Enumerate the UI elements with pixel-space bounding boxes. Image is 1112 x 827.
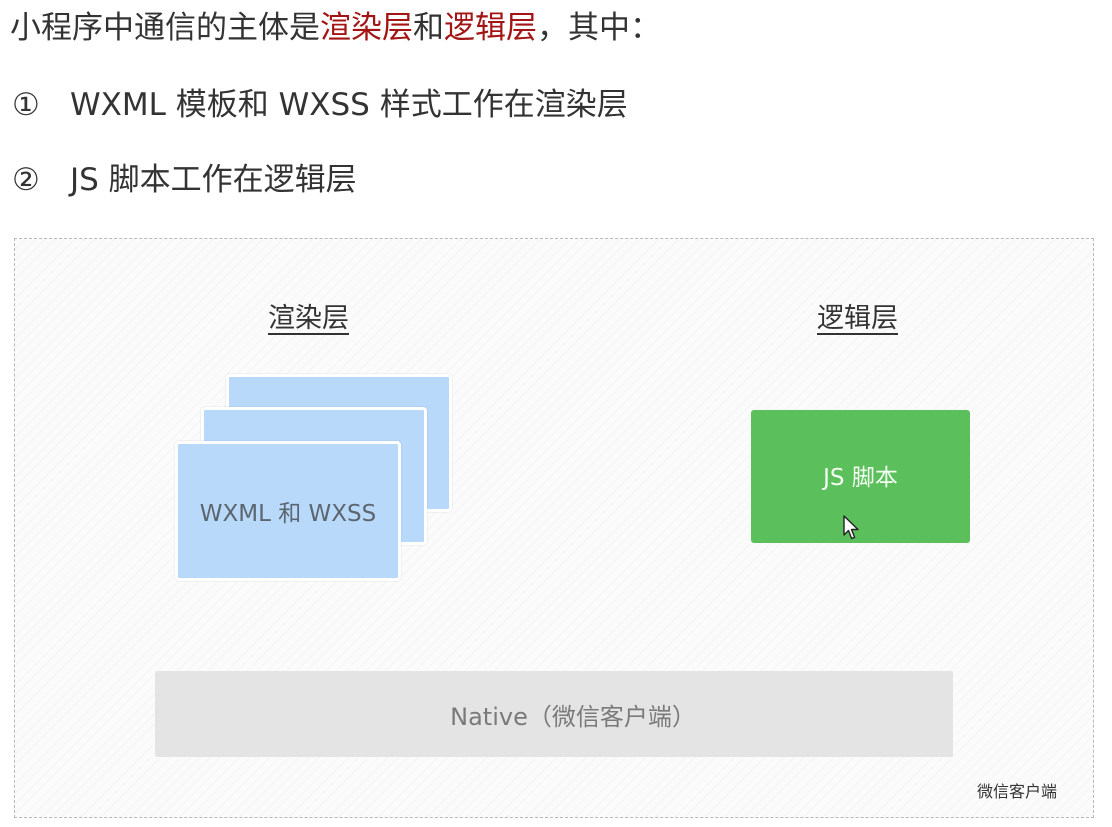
point-1-marker: ① (12, 87, 40, 123)
render-card-front: WXML 和 WXSS (175, 441, 401, 581)
point-2: ② JS 脚本工作在逻辑层 (12, 160, 357, 200)
native-label: Native（微信客户端） (450, 702, 696, 731)
render-layer-highlight: 渲染层 (320, 10, 413, 46)
intro-suffix: ，其中： (537, 10, 661, 46)
intro-sentence: 小程序中通信的主体是渲染层和逻辑层，其中： (10, 8, 661, 48)
frame-label: 微信客户端 (977, 782, 1058, 801)
render-layer-title: 渲染层 (268, 303, 349, 334)
native-bar: Native（微信客户端） (155, 671, 953, 757)
logic-js-box: JS 脚本 (751, 410, 970, 543)
mouse-pointer-icon (843, 515, 859, 540)
point-2-marker: ② (12, 162, 40, 198)
point-1: ① WXML 模板和 WXSS 样式工作在渲染层 (12, 85, 628, 125)
intro-prefix: 小程序中通信的主体是 (10, 10, 320, 46)
logic-layer-highlight: 逻辑层 (444, 10, 537, 46)
point-1-text: WXML 模板和 WXSS 样式工作在渲染层 (70, 87, 628, 123)
logic-layer-title: 逻辑层 (817, 303, 898, 334)
render-card-label: WXML 和 WXSS (199, 501, 377, 527)
logic-box-label: JS 脚本 (823, 464, 898, 491)
intro-conjunction: 和 (413, 10, 444, 46)
point-2-text: JS 脚本工作在逻辑层 (70, 162, 357, 198)
